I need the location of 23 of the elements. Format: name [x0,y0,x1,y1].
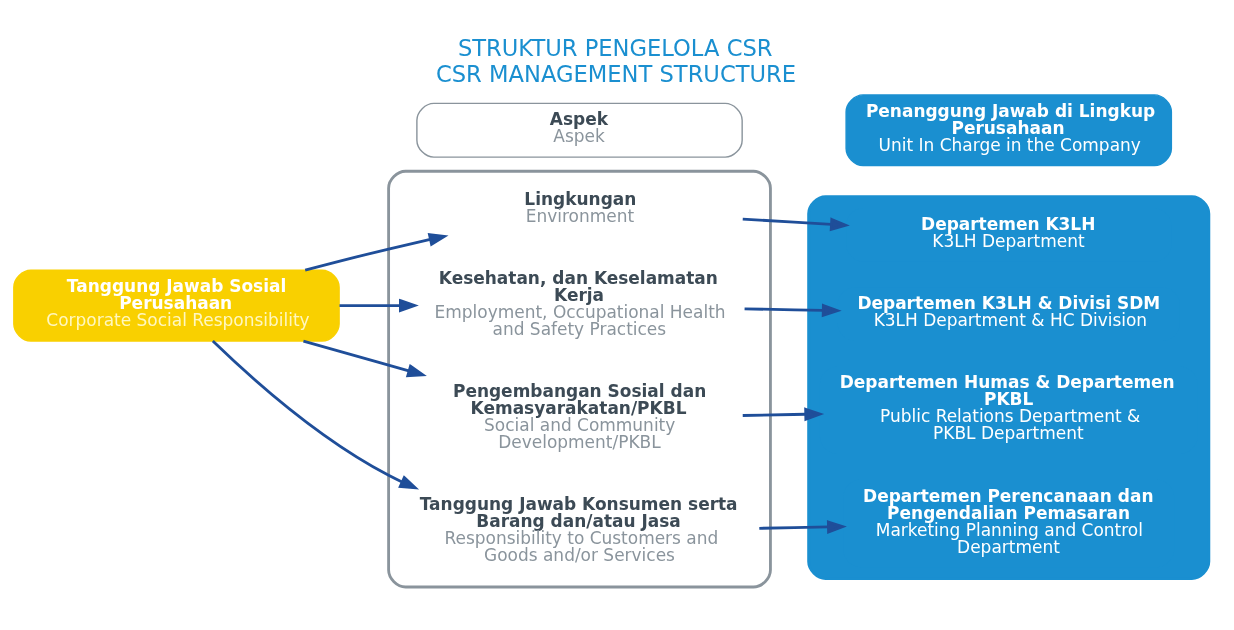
node-box: Penanggung Jawab di Lingkup Perusahaan Unit In Charge in the Company [845,93,1173,166]
node-text: Departemen K3LH K3LH Department [921,213,1096,251]
node-box: Tanggung Jawab Sosial Perusahaan Corporate Social Responsibility [13,269,340,342]
arrow [304,232,449,272]
arrow [759,519,847,534]
arrow [339,298,419,313]
cluster [387,169,772,588]
node-text: Kesehatan, dan Keselamatan Kerja Employment, Occupational Health and Safety Practices [434,267,726,339]
node-text: Pengembangan Sosial dan Kemasyarakatan/PKBL Social and Community Development/PKBL [452,380,707,452]
node-box: Aspek Aspek [416,102,743,158]
caption: CSR MANAGEMENT STRUCTURE [435,60,797,87]
arrow [303,339,427,377]
node-text: Departemen K3LH & Divisi SDM K3LH Department & HC Division [857,292,1161,330]
cluster [807,194,1211,580]
node-text: Departemen Perencanaan dan Pengendalian Pemasaran Marketing Planning and Control Department [863,485,1154,557]
arrow [744,302,842,317]
arrow [742,216,850,231]
node-text: Lingkungan Environment [524,188,637,226]
arrow [211,339,420,490]
diagram-title: STRUKTUR PENGELOLA CSR [457,34,773,61]
node-text: Tanggung Jawab Konsumen serta Barang dan/atau Jasa Responsibility to Customers and Goods and/or Services [419,493,738,565]
node-text: Departemen Humas & Departemen PKBL Public Relations Department & PKBL Department [839,371,1175,443]
arrow [742,406,825,421]
